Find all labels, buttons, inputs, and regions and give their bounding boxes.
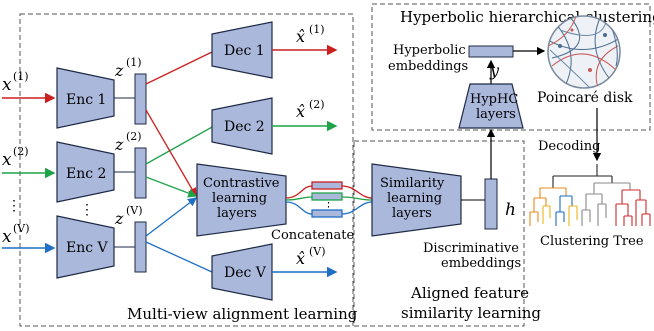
decoder-2: Dec 2 (211, 97, 273, 155)
svg-text:Enc V: Enc V (66, 240, 109, 256)
latent-bar-2 (134, 147, 147, 199)
clustering-tree-dendrogram (529, 164, 651, 226)
svg-text:z: z (114, 61, 124, 80)
concat-to-similarity-green (341, 196, 373, 201)
svg-text:(1): (1) (126, 56, 142, 69)
svg-text:Enc 1: Enc 1 (66, 92, 106, 108)
svg-text:x: x (2, 150, 12, 170)
input-x2-label: x (2) (2, 145, 29, 170)
hyperbolic-embedding-bar (468, 45, 514, 58)
decoding-label: Decoding (538, 139, 600, 154)
y-label: y (489, 61, 500, 80)
latent1-to-dec1 (145, 51, 213, 85)
contrastive-learning-layers: Contrastive learning layers (196, 163, 287, 237)
hyperbolic-embeddings-label-line2: embeddings (388, 59, 468, 74)
svg-text:z: z (114, 135, 124, 154)
similarity-section-title-line2: similarity learning (401, 304, 541, 322)
decoder-V: Dec V (211, 243, 273, 301)
svg-text:layers: layers (476, 107, 516, 122)
latentV-to-decV (145, 241, 213, 273)
svg-text:x̂: x̂ (296, 27, 305, 46)
svg-text:(2): (2) (13, 145, 29, 158)
svg-text:HypHC: HypHC (470, 92, 518, 107)
poincare-disk-image (547, 15, 621, 89)
svg-text:Contrastive: Contrastive (203, 176, 280, 191)
similarity-learning-layers: Similarity learning layers (371, 163, 462, 237)
contrastive-out-blue (285, 201, 313, 215)
discriminative-embedding-bar (484, 178, 498, 230)
svg-text:x: x (2, 75, 12, 95)
encoder-1: Enc 1 (56, 67, 115, 129)
latent1-to-contrastive (145, 109, 197, 198)
h-label: h (505, 200, 516, 220)
hyperbolic-section-title: Hyperbolic hierarchical clustering (400, 8, 654, 26)
contrastive-out-green (285, 196, 313, 201)
svg-text:layers: layers (217, 206, 257, 221)
decoder-1: Dec 1 (211, 21, 273, 79)
svg-text:x̂: x̂ (296, 249, 305, 268)
similarity-section-box (353, 140, 525, 327)
input-x1-label: x (1) (2, 70, 29, 95)
svg-text:Enc 2: Enc 2 (66, 166, 106, 182)
svg-text:learning: learning (387, 191, 442, 206)
input-xV-label: x (V) (2, 222, 30, 247)
latent-bar-V (134, 221, 147, 273)
svg-text:x̂: x̂ (296, 102, 305, 121)
similarity-section-title-line1: Aligned feature (410, 284, 529, 302)
concatenate-label: Concatenate (271, 228, 354, 243)
hyperbolic-section-box (371, 3, 651, 131)
svg-text:z: z (114, 209, 124, 228)
multiview-section-title: Multi-view alignment learning (127, 305, 358, 323)
concat-bar-red (311, 181, 343, 190)
input-dots: ⋮ (7, 198, 21, 214)
output-xhatV-label: x̂ (V) (296, 245, 326, 268)
encoder-2: Enc 2 (56, 141, 115, 203)
encoder-dots: ⋮ (80, 202, 94, 218)
latentV-to-contrastive (145, 197, 198, 237)
output-xhat1-label: x̂ (1) (296, 23, 325, 46)
latent-z1-label: z (1) (114, 56, 142, 80)
svg-text:(2): (2) (126, 130, 142, 143)
latent2-to-dec2 (145, 126, 213, 165)
concat-to-similarity-red (341, 185, 373, 199)
output-xhat2-label: x̂ (2) (296, 98, 325, 121)
encoder-V: Enc V (56, 215, 115, 279)
hyphc-layers: HypHC layers (458, 83, 524, 129)
latent-zV-label: z (V) (114, 204, 143, 228)
discriminative-label-line2: embeddings (441, 256, 521, 271)
hyperbolic-embeddings-label-line1: Hyperbolic (393, 43, 466, 58)
poincare-disk-label: Poincaré disk (537, 90, 633, 106)
svg-text:(1): (1) (13, 70, 29, 83)
contrastive-out-red (285, 185, 313, 199)
latent2-to-contrastive (145, 176, 198, 198)
concat-dots: ⋮ (323, 200, 334, 213)
discriminative-label-line1: Discriminative (423, 241, 519, 256)
svg-text:(V): (V) (13, 222, 30, 235)
svg-text:layers: layers (392, 206, 432, 221)
latent-z2-label: z (2) (114, 130, 142, 154)
svg-text:(V): (V) (309, 245, 326, 258)
clustering-tree-label: Clustering Tree (540, 234, 644, 249)
svg-text:Similarity: Similarity (380, 176, 445, 191)
svg-text:learning: learning (212, 191, 267, 206)
svg-text:x: x (2, 227, 12, 247)
multiview-section-box (19, 13, 354, 327)
svg-text:(2): (2) (309, 98, 325, 111)
concat-bar-blue (311, 209, 343, 218)
concat-bar-green (311, 192, 343, 201)
concat-to-similarity-blue (341, 201, 373, 215)
svg-text:(V): (V) (126, 204, 143, 217)
svg-text:Dec V: Dec V (224, 265, 267, 281)
svg-text:(1): (1) (309, 23, 325, 36)
svg-text:Dec 2: Dec 2 (224, 119, 265, 135)
svg-text:Dec 1: Dec 1 (224, 43, 265, 59)
latent-bar-1 (134, 73, 147, 125)
